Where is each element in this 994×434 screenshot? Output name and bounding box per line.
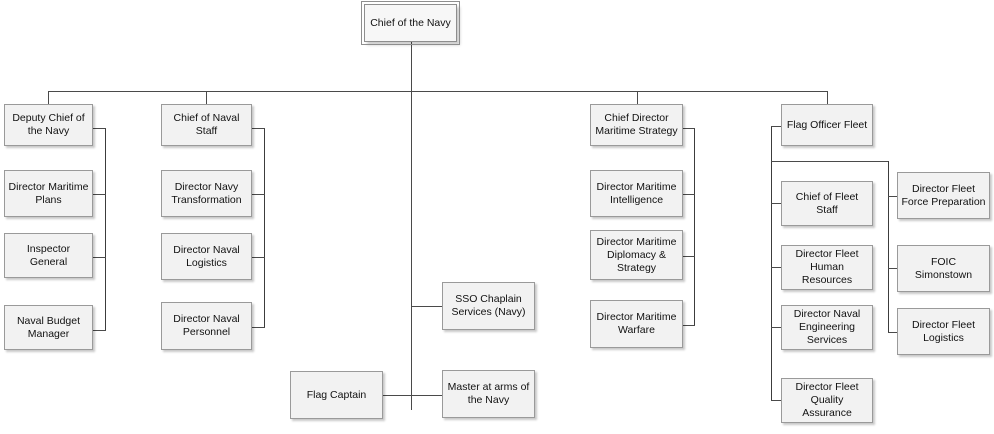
connector-col3-stub-2: [683, 194, 695, 195]
connector-col5-rail: [888, 161, 889, 333]
node-chief-director-maritime-strategy[interactable]: Chief Director Maritime Strategy: [590, 104, 683, 146]
node-label: Director Fleet Quality Assurance: [795, 381, 859, 419]
node-chief-of-naval-staff[interactable]: Chief of Naval Staff: [161, 104, 252, 146]
connector-col2-stub-4: [252, 327, 265, 328]
node-sso-chaplain-services-navy[interactable]: SSO Chaplain Services (Navy): [442, 282, 535, 330]
node-director-naval-logistics[interactable]: Director Naval Logistics: [161, 233, 252, 280]
node-label: SSO Chaplain Services (Navy): [451, 293, 526, 318]
node-master-at-arms-of-the-navy[interactable]: Master at arms of the Navy: [442, 370, 535, 418]
node-label: Flag Captain: [306, 388, 367, 401]
node-chief-of-the-navy[interactable]: Chief of the Navy: [361, 1, 460, 45]
node-director-maritime-intelligence[interactable]: Director Maritime Intelligence: [590, 170, 683, 217]
node-inspector-general[interactable]: Inspector General: [4, 233, 93, 278]
connector-col3-stub-1: [683, 128, 695, 129]
connector-col4-stub-2: [771, 267, 782, 268]
connector-drop-col2: [206, 91, 207, 104]
connector-col2-rail: [264, 128, 265, 328]
node-label: Director Maritime Plans: [8, 180, 89, 206]
node-label: Chief of Naval Staff: [173, 112, 240, 137]
connector-top-bar: [48, 91, 828, 92]
connector-col4-rail: [771, 126, 772, 401]
node-label: Master at arms of the Navy: [447, 381, 530, 406]
connector-col2-stub-2: [252, 194, 265, 195]
node-director-maritime-diplomacy-strategy[interactable]: Director Maritime Diplomacy & Strategy: [590, 230, 683, 280]
node-chief-of-fleet-staff[interactable]: Chief of Fleet Staff: [781, 181, 873, 226]
node-label: Director Fleet Force Preparation: [901, 182, 986, 208]
connector-center-to-chaplain: [411, 306, 443, 307]
node-label: Deputy Chief of the Navy: [12, 112, 85, 137]
connector-drop-col3: [637, 91, 638, 104]
node-label: Director Naval Personnel: [173, 313, 240, 338]
connector-col5-stub-3: [888, 332, 898, 333]
node-director-fleet-logistics[interactable]: Director Fleet Logistics: [897, 308, 990, 355]
node-label: Director Naval Engineering Services: [793, 308, 861, 346]
connector-col3-stub-3: [683, 256, 695, 257]
connector-col3-rail: [694, 128, 695, 325]
connector-col4-stub-3: [771, 327, 782, 328]
node-label: Chief Director Maritime Strategy: [595, 112, 678, 137]
node-flag-captain[interactable]: Flag Captain: [290, 371, 383, 419]
node-director-fleet-quality-assurance[interactable]: Director Fleet Quality Assurance: [781, 378, 873, 423]
node-label: FOIC Simonstown: [914, 255, 973, 281]
connector-col5-stub-2: [888, 268, 898, 269]
node-director-maritime-plans[interactable]: Director Maritime Plans: [4, 170, 93, 217]
connector-center-to-flag-captain: [383, 395, 412, 396]
connector-col4-stub-0: [771, 126, 782, 127]
node-label: Director Maritime Intelligence: [596, 180, 677, 206]
node-label: Inspector General: [26, 242, 71, 268]
node-deputy-chief-of-the-navy[interactable]: Deputy Chief of the Navy: [4, 104, 93, 146]
node-director-fleet-force-preparation[interactable]: Director Fleet Force Preparation: [897, 172, 990, 219]
node-label: Director Naval Logistics: [173, 243, 240, 269]
connector-col2-stub-1: [252, 128, 265, 129]
connector-col4-stub-1: [771, 203, 782, 204]
connector-col2-stub-3: [252, 257, 265, 258]
node-director-maritime-warfare[interactable]: Director Maritime Warfare: [590, 300, 683, 348]
node-label: Chief of Fleet Staff: [795, 190, 859, 216]
connector-drop-col1: [48, 91, 49, 104]
connector-col1-stub-3: [93, 257, 106, 258]
node-director-naval-engineering-services[interactable]: Director Naval Engineering Services: [781, 305, 873, 350]
node-label: Director Maritime Warfare: [596, 311, 677, 336]
node-label: Flag Officer Fleet: [786, 118, 868, 131]
node-label: Director Fleet Human Resources: [795, 248, 859, 286]
connector-root-spine: [411, 42, 412, 410]
node-label: Naval Budget Manager: [16, 314, 81, 340]
node-director-navy-transformation[interactable]: Director Navy Transformation: [161, 170, 252, 217]
node-label: Director Navy Transformation: [171, 180, 242, 206]
node-flag-officer-fleet[interactable]: Flag Officer Fleet: [781, 104, 873, 146]
node-naval-budget-manager[interactable]: Naval Budget Manager: [4, 305, 93, 350]
connector-col1-rail: [105, 128, 106, 330]
connector-col4-stub-4: [771, 400, 782, 401]
node-foic-simonstown[interactable]: FOIC Simonstown: [897, 245, 990, 292]
node-label: Director Maritime Diplomacy & Strategy: [596, 235, 677, 274]
connector-drop-col4: [827, 91, 828, 104]
connector-fleet-bridge: [771, 161, 889, 162]
connector-col1-stub-4: [93, 330, 106, 331]
connector-center-to-master-at-arms: [411, 395, 443, 396]
connector-col1-stub-1: [93, 128, 106, 129]
connector-col5-stub-1: [888, 196, 898, 197]
node-label: Chief of the Navy: [370, 16, 451, 29]
connector-col3-stub-4: [683, 325, 695, 326]
node-director-naval-personnel[interactable]: Director Naval Personnel: [161, 302, 252, 350]
connector-col1-stub-2: [93, 194, 106, 195]
node-label: Director Fleet Logistics: [911, 318, 975, 344]
node-director-fleet-human-resources[interactable]: Director Fleet Human Resources: [781, 245, 873, 290]
